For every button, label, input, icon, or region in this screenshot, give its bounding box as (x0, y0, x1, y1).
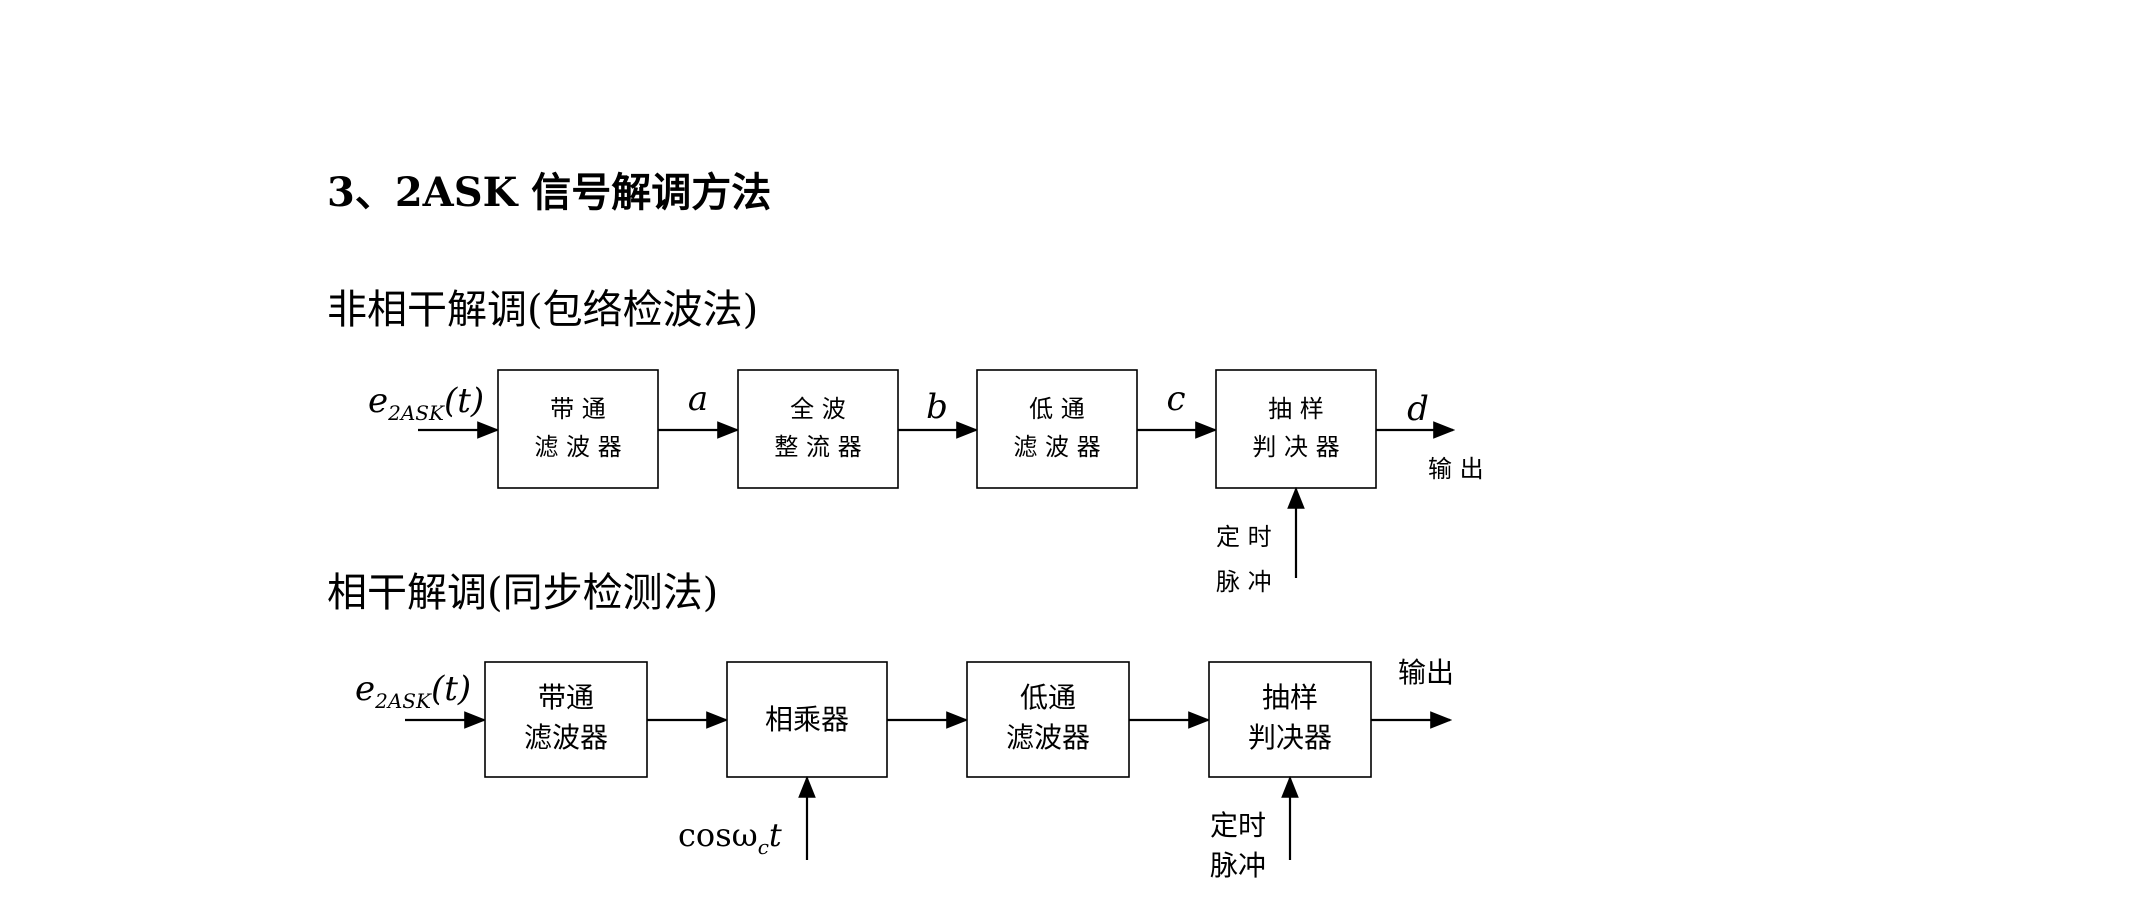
nc-block2-line1: 全 波 (790, 395, 846, 423)
c-block4-line2: 判决器 (1248, 721, 1332, 754)
c-block1-line2: 滤波器 (524, 721, 608, 754)
nc-block4-line2: 判 决 器 (1252, 433, 1339, 461)
section-title: 3、2ASK 信号解调方法 (327, 169, 772, 216)
c-lowpass-filter-block (966, 661, 1130, 778)
nc-signal-a: a (688, 379, 708, 419)
nc-signal-c: c (1166, 379, 1185, 419)
noncoherent-diagram: e2ASK(t) 带 通 滤 波 器 a 全 波 整 流 器 b 低 通 滤 波… (368, 369, 1484, 596)
nc-signal-b: b (926, 387, 948, 427)
noncoherent-heading: 非相干解调(包络检波法) (327, 287, 759, 333)
nc-rectifier-block (737, 369, 899, 489)
nc-block4-line1: 抽 样 (1268, 395, 1324, 423)
nc-lowpass-filter-block (976, 369, 1138, 489)
c-sample-decision-block (1208, 661, 1372, 778)
c-block4-line1: 抽样 (1262, 681, 1318, 714)
nc-block1-line1: 带 通 (550, 395, 606, 423)
c-block1-line1: 带通 (538, 681, 594, 714)
c-block3-line2: 滤波器 (1006, 721, 1090, 754)
nc-block2-line2: 整 流 器 (774, 433, 861, 461)
coherent-diagram: e2ASK(t) 带通 滤波器 相乘器 低通 滤波器 抽样 判决器 输出 cos… (355, 656, 1454, 882)
c-block3-line1: 低通 (1020, 681, 1076, 714)
nc-input-label: e2ASK(t) (368, 381, 484, 425)
c-block2-line1: 相乘器 (765, 703, 849, 736)
c-multiplier-block (726, 661, 888, 778)
nc-sample-decision-block (1215, 369, 1377, 489)
c-input-label: e2ASK(t) (355, 669, 471, 713)
nc-signal-d: d (1407, 389, 1429, 429)
c-bandpass-filter-block (484, 661, 648, 778)
nc-timing-line1: 定 时 (1216, 523, 1272, 551)
c-output-label: 输出 (1398, 656, 1454, 689)
nc-timing-line2: 脉 冲 (1216, 568, 1272, 596)
c-timing-line1: 定时 (1210, 809, 1266, 842)
nc-output-label: 输 出 (1428, 455, 1484, 483)
nc-block3-line2: 滤 波 器 (1013, 433, 1100, 461)
c-timing-line2: 脉冲 (1210, 849, 1266, 882)
coherent-heading: 相干解调(同步检测法) (327, 570, 719, 616)
c-carrier-label: cosωct (678, 816, 782, 859)
nc-block1-line2: 滤 波 器 (534, 433, 621, 461)
nc-block3-line1: 低 通 (1029, 395, 1085, 423)
nc-bandpass-filter-block (497, 369, 659, 489)
